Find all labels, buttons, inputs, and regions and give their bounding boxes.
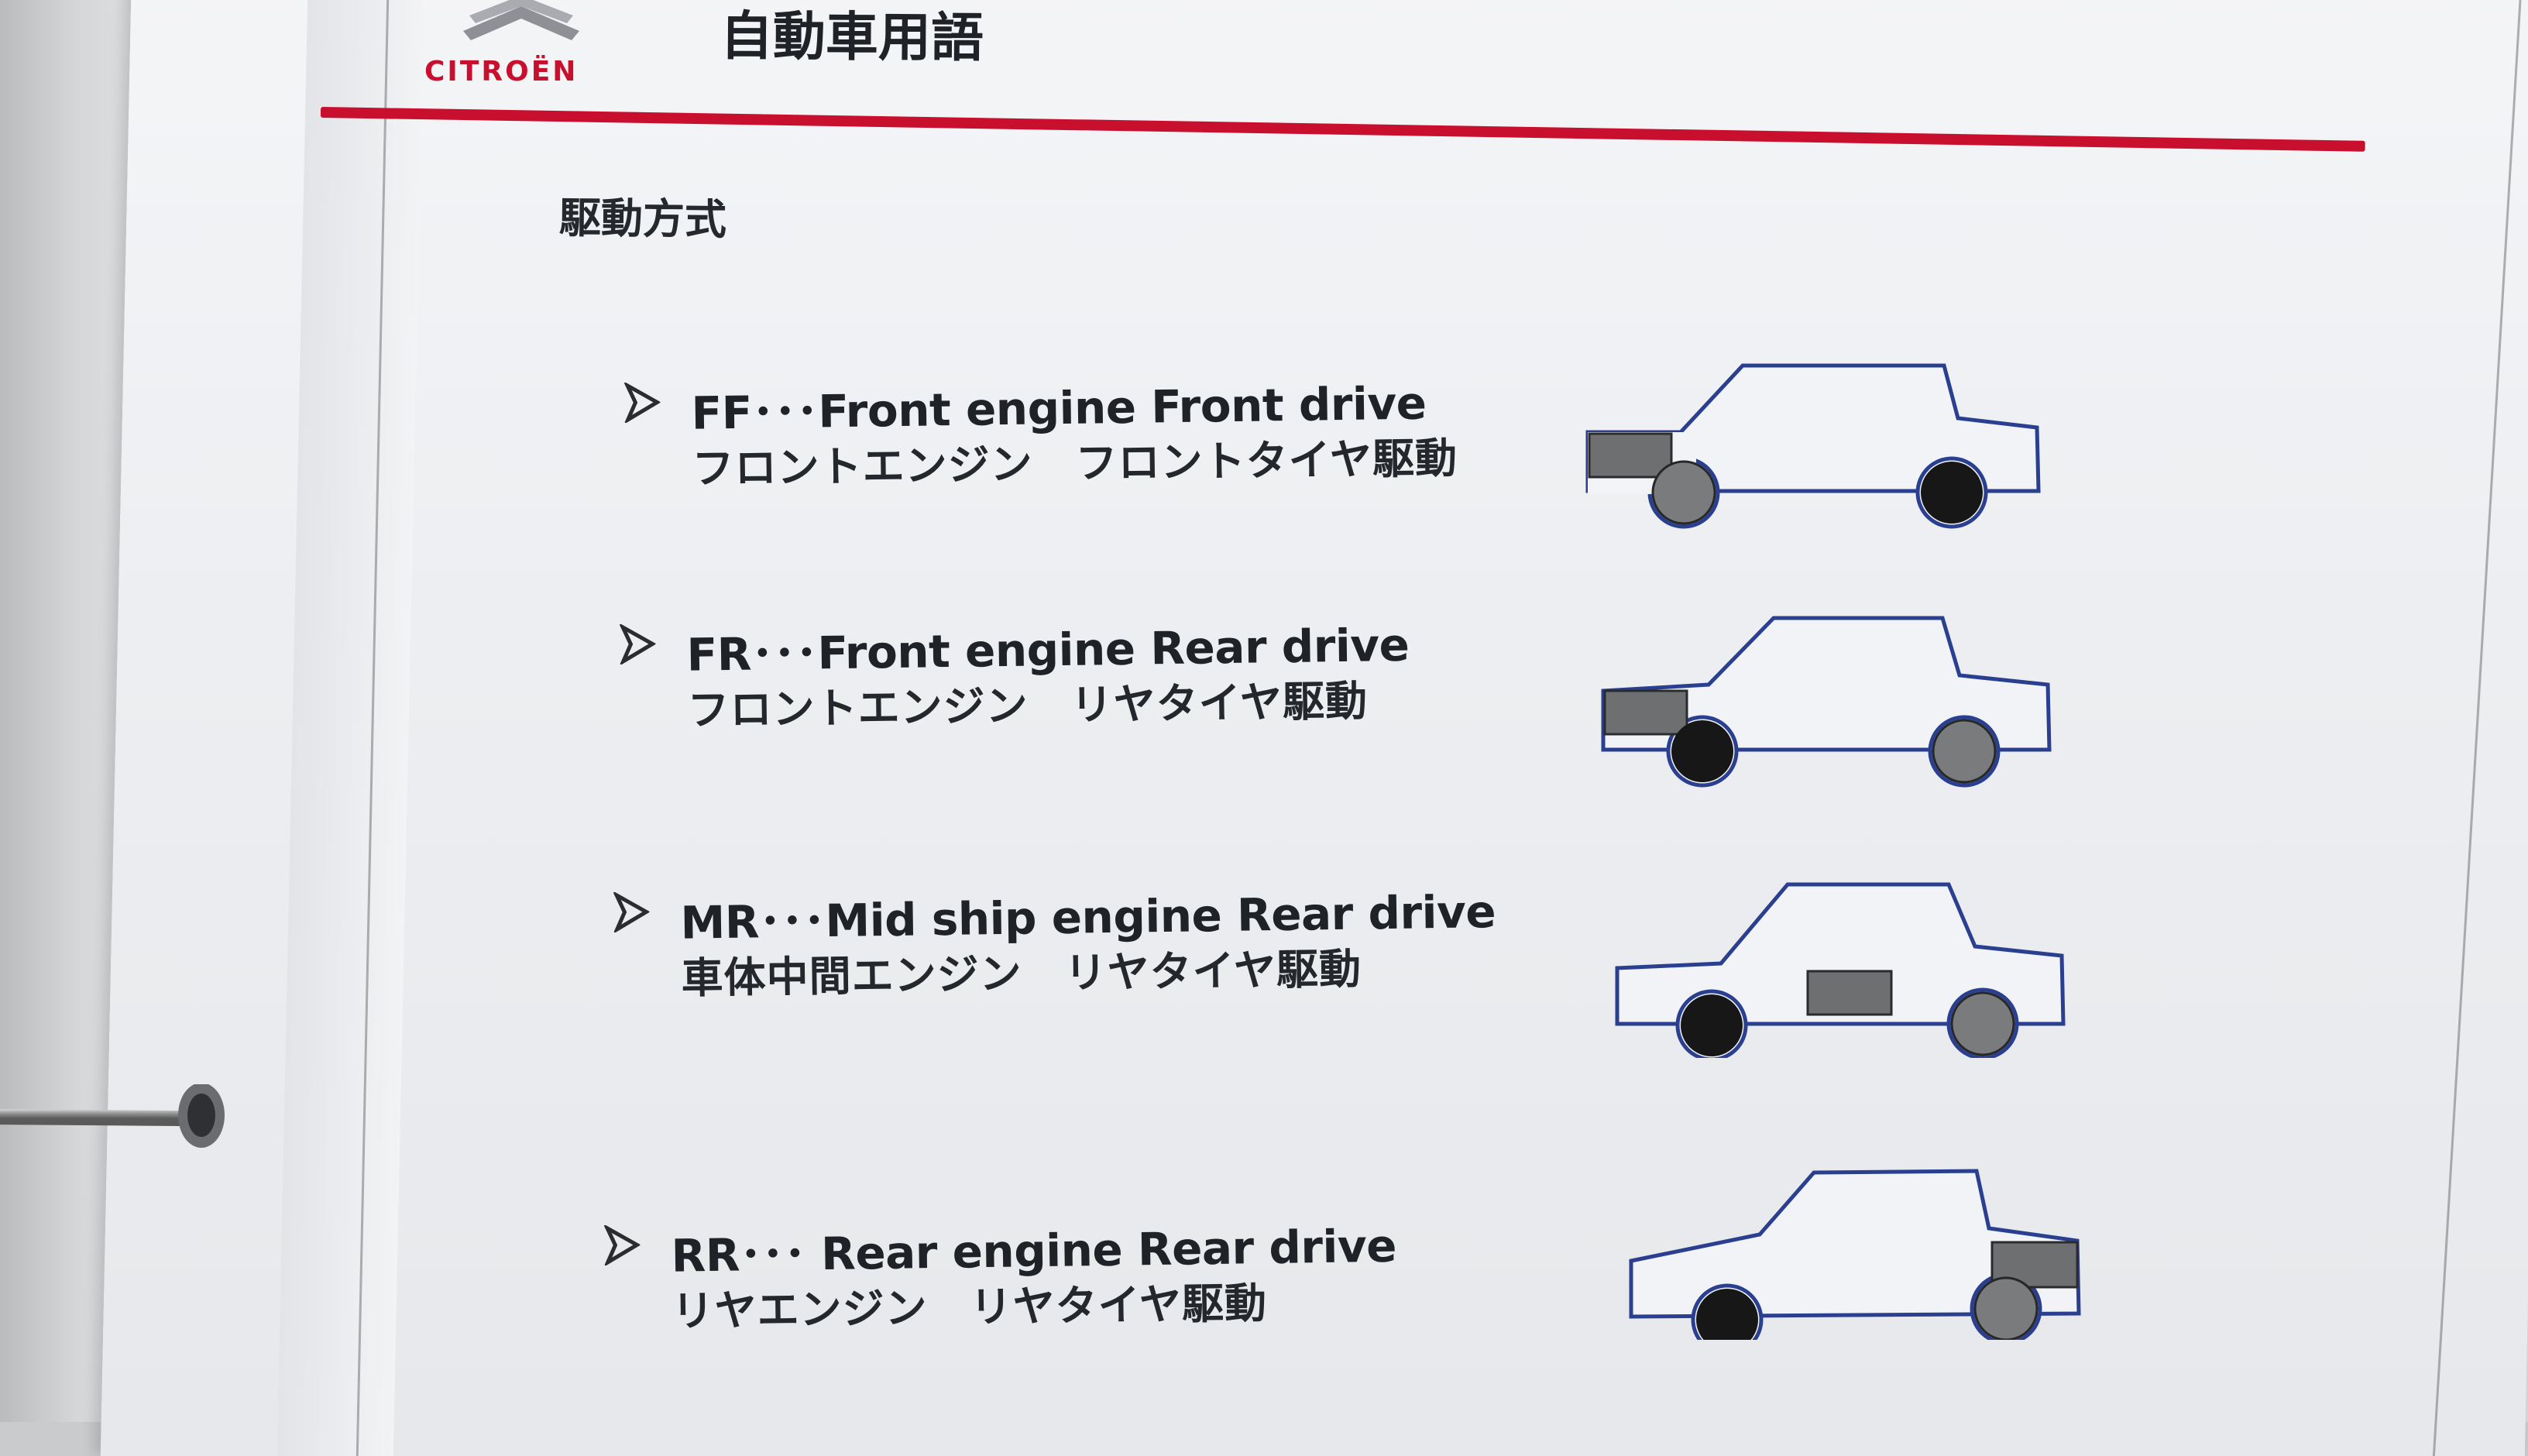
item-subtitle: フロントエンジン フロントタイヤ駆動	[692, 433, 1458, 493]
item-subtitle: 車体中間エンジン リヤタイヤ駆動	[681, 944, 1362, 1003]
ff-car-icon	[1585, 363, 2041, 529]
drive-wheel-rear	[1973, 1276, 2039, 1340]
drive-wheel-rear	[1932, 719, 1997, 784]
mr-car-icon	[1615, 882, 2066, 1058]
item-subtitle: フロントエンジン リヤタイヤ駆動	[687, 676, 1369, 735]
drive-wheel-rear	[1950, 991, 2015, 1056]
arrow-bullet-icon	[620, 623, 656, 664]
front-wheel	[1696, 1289, 1758, 1340]
item-subtitle: リヤエンジン リヤタイヤ駆動	[672, 1279, 1268, 1336]
page-title: 自動車用語	[720, 5, 984, 70]
rear-wheel	[1921, 462, 1983, 524]
section-title: 駆動方式	[558, 193, 727, 245]
front-wheel	[1671, 720, 1733, 782]
arrow-bullet-icon	[624, 382, 661, 423]
fr-car-icon	[1601, 616, 2052, 788]
citroen-chevrons-logo	[463, 0, 579, 40]
engine-block	[1588, 432, 1673, 479]
arrow-bullet-icon	[613, 891, 650, 932]
rr-car-icon	[1629, 1169, 2081, 1340]
arrow-bullet-icon	[604, 1224, 641, 1265]
page-margin	[276, 0, 424, 1456]
page-right-edge	[2432, 0, 2523, 1456]
binder-ring	[0, 1084, 225, 1148]
engine-block	[1603, 689, 1688, 736]
drive-wheel-front	[1651, 460, 1716, 525]
show-through-text	[1704, 31, 1744, 89]
engine-block	[1806, 970, 1893, 1016]
front-wheel	[1681, 994, 1743, 1056]
brand-logo-text: CITROËN	[424, 56, 579, 88]
